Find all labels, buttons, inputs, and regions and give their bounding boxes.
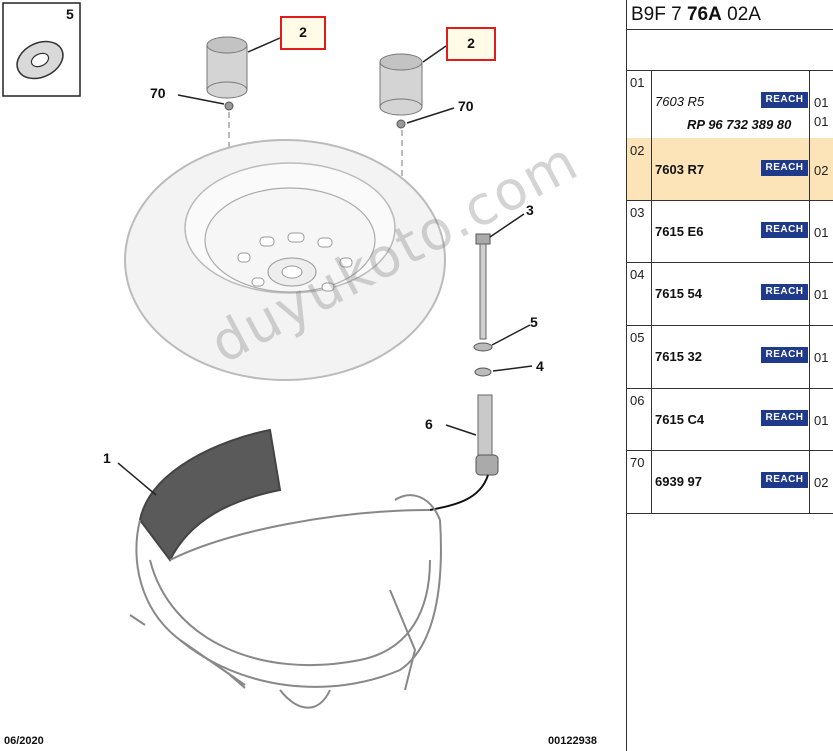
spacer-left-icon: [206, 36, 248, 99]
part-row[interactable]: 03 7615 E6 REACH 01: [627, 200, 833, 262]
callout-4[interactable]: 4: [536, 358, 544, 374]
reach-badge-icon: REACH: [761, 410, 808, 426]
row-index: 70: [630, 455, 645, 470]
row-index: 06: [630, 393, 645, 408]
row-index: 05: [630, 330, 645, 345]
spare-wheel-icon: [124, 139, 446, 381]
part-reference: 7603 R5: [655, 94, 705, 109]
row-index: 04: [630, 267, 645, 282]
part-reference-alt: RP 96 732 389 80: [687, 117, 792, 132]
part-row[interactable]: 05 7615 32 REACH 01: [627, 325, 833, 388]
reach-badge-icon: REACH: [761, 160, 808, 176]
footer-code: 00122938: [548, 735, 597, 747]
part-row[interactable]: 04 7615 54 REACH 01: [627, 262, 833, 325]
part-quantity: 01: [814, 287, 829, 302]
row-index: 03: [630, 205, 645, 220]
part-row[interactable]: 01 7603 R5 RP 96 732 389 80 REACH 01 01: [627, 70, 833, 138]
callout-5-inset[interactable]: 5: [66, 6, 74, 22]
callout-2-right[interactable]: 2: [446, 27, 496, 61]
part-reference: 7615 54: [655, 286, 702, 301]
part-quantity: 01: [814, 413, 829, 428]
part-row[interactable]: 70 6939 97 REACH 02: [627, 450, 833, 513]
row-index: 01: [630, 75, 645, 90]
callout-3[interactable]: 3: [526, 202, 534, 218]
diagram-drawing: [2, 2, 533, 709]
callout-2-left[interactable]: 2: [280, 16, 326, 50]
callout-1[interactable]: 1: [103, 450, 111, 466]
callout-6[interactable]: 6: [425, 416, 433, 432]
bolt-icon: [475, 233, 491, 340]
part-reference: 6939 97: [655, 474, 702, 489]
reach-badge-icon: REACH: [761, 284, 808, 300]
part-reference: 7615 32: [655, 349, 702, 364]
reach-badge-icon: REACH: [761, 472, 808, 488]
part-reference: 7603 R7: [655, 162, 705, 177]
reach-badge-icon: REACH: [761, 222, 808, 238]
reach-badge-icon: REACH: [761, 92, 808, 108]
parts-list-panel: B9F 7 76A 02A 01 7603 R5 RP 96 732 389 80 R…: [626, 0, 833, 751]
reach-badge-icon: REACH: [761, 347, 808, 363]
part-quantity: 01: [814, 225, 829, 240]
part-quantity: 01: [814, 350, 829, 365]
parts-diagram: 5 2 2 70 70 3 5 4 6 1 duyukoto.com 06/20…: [2, 2, 597, 747]
callout-70-right[interactable]: 70: [458, 98, 474, 114]
part-quantity: 02: [814, 163, 829, 178]
part-reference: 7615 E6: [655, 224, 704, 239]
row-index: 02: [630, 143, 645, 158]
panel-title: B9F 7 76A 02A: [631, 4, 761, 25]
part-quantity: 02: [814, 475, 829, 490]
part-quantity: 01: [814, 95, 829, 110]
sleeve-icon: [477, 394, 493, 456]
footer-date: 06/2020: [4, 735, 44, 747]
carrier-cage-icon: [129, 428, 442, 709]
part-reference: 7615 C4: [655, 412, 705, 427]
callout-70-left[interactable]: 70: [150, 85, 166, 101]
part-row[interactable]: 02 7603 R7 REACH 02: [627, 138, 833, 200]
part-row[interactable]: 06 7615 C4 REACH 01: [627, 388, 833, 450]
part-quantity-alt: 01: [814, 114, 829, 129]
spacer-right-icon: [379, 53, 423, 116]
callout-5[interactable]: 5: [530, 314, 538, 330]
